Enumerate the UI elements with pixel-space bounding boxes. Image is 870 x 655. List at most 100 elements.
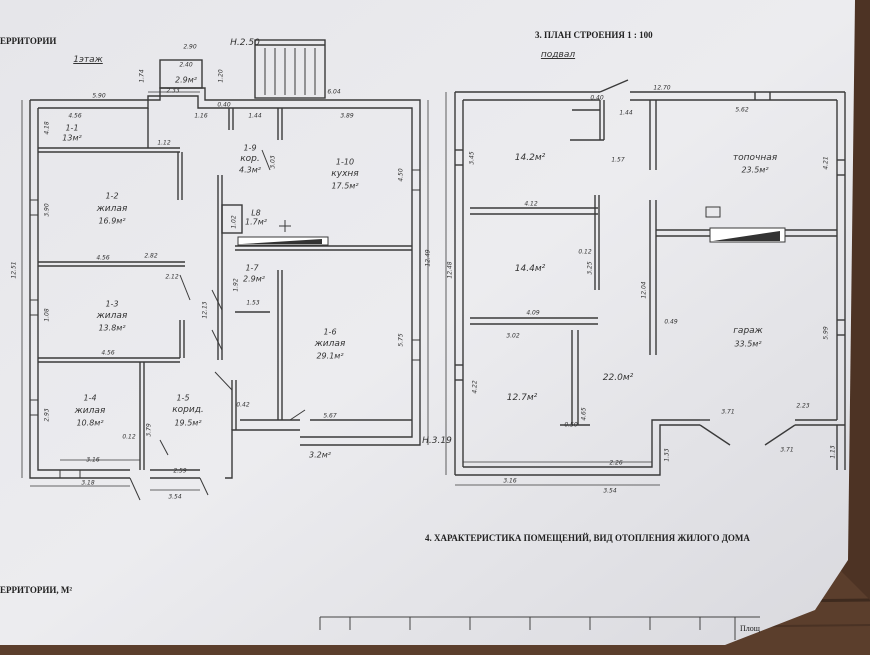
dimension: 1.12 — [157, 139, 171, 147]
dimension: 3.79 — [145, 423, 153, 437]
dimension: 3.54 — [603, 487, 617, 495]
dimension: 2.23 — [796, 402, 810, 410]
room-area: 4.3м² — [239, 165, 261, 175]
dimension: 5.67 — [323, 412, 337, 420]
dimension: 12.04 — [640, 281, 648, 299]
dimension: 3.90 — [43, 203, 51, 217]
dimension: 4.09 — [526, 309, 540, 317]
section-4-title: 4. ХАРАКТЕРИСТИКА ПОМЕЩЕНИЙ, ВИД ОТОПЛЕН… — [425, 533, 750, 543]
dimension: 12.49 — [424, 249, 432, 267]
dimension: 1.92 — [232, 278, 240, 292]
dimension: 12.70 — [653, 84, 671, 92]
room-area: 2.9м² — [243, 274, 265, 284]
dimension: 4.18 — [43, 121, 51, 135]
dimension: 3.18 — [81, 479, 95, 487]
plan-title: 3. ПЛАН СТРОЕНИЯ 1 : 100 — [535, 30, 653, 40]
dimension: 1.74 — [138, 69, 146, 83]
dimension: 3.89 — [340, 112, 354, 120]
dimension: 4.22 — [471, 380, 479, 394]
dimension: 3.25 — [586, 261, 594, 275]
dimension: 5.99 — [822, 326, 830, 340]
dimension: 0.49 — [664, 318, 678, 326]
dimension: 4.56 — [101, 349, 115, 357]
room-area: 14.2м² — [514, 153, 546, 163]
room-area: 16.9м² — [98, 216, 126, 226]
dimension: 4.12 — [524, 200, 538, 208]
dimension: 12.48 — [446, 261, 454, 279]
room-id: 1-4 — [83, 393, 97, 403]
room-name: гараж — [733, 326, 763, 336]
dimension: 0.50 — [564, 421, 578, 429]
dimension: 0.12 — [578, 248, 592, 256]
room-id: 1-5 — [176, 393, 190, 403]
table-column-area: Площ — [740, 624, 760, 633]
dimension: 0.12 — [122, 433, 136, 441]
dimension: 3.03 — [269, 155, 277, 169]
room-id: 1-9 — [243, 143, 257, 153]
dimension: 3.45 — [468, 151, 476, 165]
dimension: 1.02 — [230, 215, 238, 229]
dimension: 3.54 — [168, 493, 182, 501]
room-id: 1-1 — [65, 123, 79, 133]
dimension: 12.51 — [10, 261, 18, 279]
dimension: 1.08 — [43, 308, 51, 322]
room-area: 33.5м² — [734, 339, 762, 349]
room-area: 29.1м² — [316, 351, 344, 361]
dimension: 5.75 — [397, 333, 405, 347]
dimension: 2.93 — [43, 408, 51, 422]
dimension: 5.62 — [735, 106, 749, 114]
doors-windows — [30, 149, 420, 501]
dimension: 0.40 — [217, 101, 231, 109]
dimension: 12.13 — [201, 301, 209, 319]
room-id: 1-2 — [105, 191, 119, 201]
header-territory: ЕРРИТОРИИ — [0, 36, 57, 46]
room-area: 2.9м² — [175, 75, 197, 85]
room-id: 1-7 — [245, 263, 259, 273]
room-name: корид. — [172, 405, 204, 415]
room-area: 13.8м² — [98, 323, 126, 333]
room-area: 22.0м² — [602, 373, 634, 383]
basement-walls — [454, 79, 846, 476]
dimension: 2.59 — [173, 467, 187, 475]
height-mark: H.3.19 — [422, 436, 452, 446]
dimension: 1.33 — [663, 448, 671, 462]
header-territory-area: ЕРРИТОРИИ, М² — [0, 585, 73, 595]
dimension: 1.20 — [217, 69, 225, 83]
room-area: 1.7м² — [245, 217, 267, 227]
dimension: 4.50 — [397, 168, 405, 182]
floor1-walls — [29, 39, 421, 479]
porch-area: 3.2м² — [309, 450, 331, 460]
floor1-label: 1этаж — [73, 55, 103, 65]
dimension: 2.33 — [166, 87, 180, 95]
room-name: кухня — [331, 169, 359, 179]
room-area: 19.5м² — [174, 418, 202, 428]
dimension: 3.71 — [721, 408, 735, 416]
room-id: 1-3 — [105, 299, 119, 309]
dimension: 4.56 — [96, 254, 110, 262]
room-id: 1-10 — [335, 157, 355, 167]
dimension: 0.42 — [236, 401, 250, 409]
staircase — [264, 48, 316, 95]
room-name: жилая — [96, 204, 128, 214]
dimension: 0.40 — [590, 94, 604, 102]
room-name: жилая — [96, 311, 128, 321]
room-id: 1-6 — [323, 327, 337, 337]
dimension: 1.13 — [829, 445, 837, 459]
dimension: 2.12 — [165, 273, 179, 281]
dimension: 1.44 — [248, 112, 262, 120]
dimension: 3.02 — [506, 332, 520, 340]
dimension: 3.16 — [86, 456, 100, 464]
room-area: 10.8м² — [76, 418, 104, 428]
dimension: 1.44 — [619, 109, 633, 117]
room-area: 14.4м² — [514, 264, 546, 274]
room-area: 13м² — [62, 133, 82, 143]
dimension: 2.40 — [179, 61, 193, 69]
room-name: топочная — [732, 153, 778, 163]
dimension: 4.21 — [822, 156, 830, 170]
dimension: 3.16 — [503, 477, 517, 485]
dimension: 1.53 — [246, 299, 260, 307]
dimension: 2.26 — [609, 459, 623, 467]
room-id: L8 — [251, 208, 261, 218]
dimension: 6.04 — [327, 88, 341, 96]
